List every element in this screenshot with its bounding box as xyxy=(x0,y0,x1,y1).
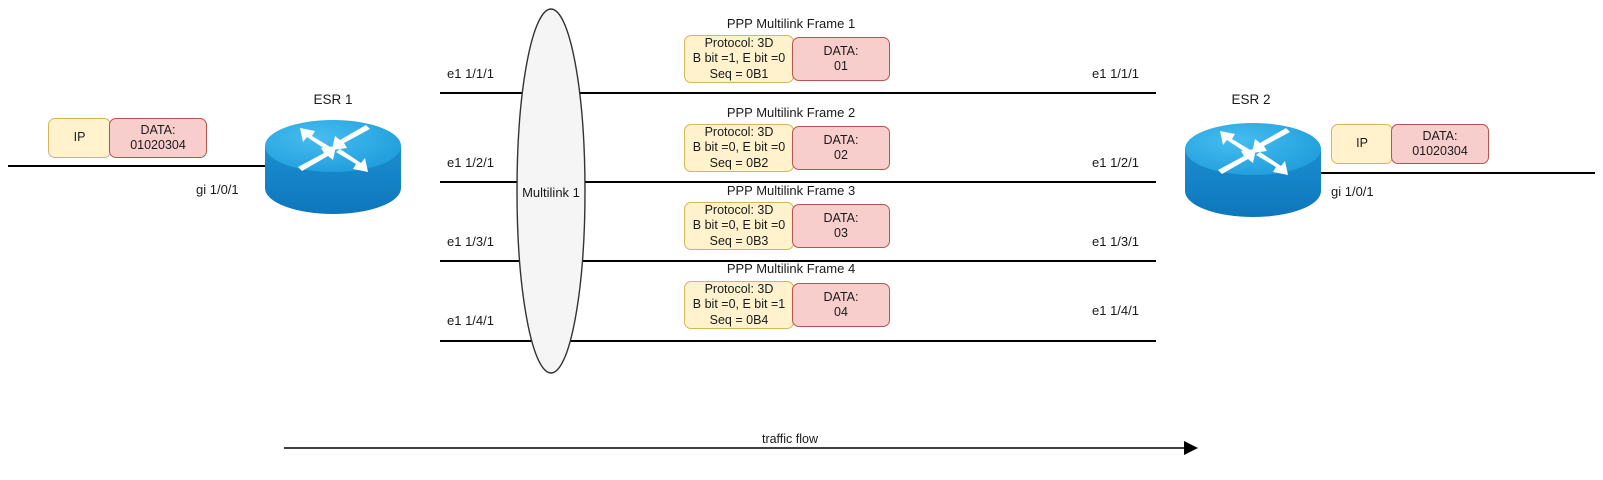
link-2-right-interface-label: e1 1/2/1 xyxy=(1092,155,1139,170)
link-1-frame-title: PPP Multilink Frame 1 xyxy=(726,16,856,31)
link-3-left-interface-label: e1 1/3/1 xyxy=(447,234,494,249)
multilink-bundle-label: Multilink 1 xyxy=(522,185,580,200)
multilink-bundle-ellipse xyxy=(514,4,588,378)
link-2-frame-payload-box: DATA: 02 xyxy=(792,126,890,170)
right-lan-line xyxy=(1318,172,1595,174)
link-2-line xyxy=(440,181,1156,183)
left-ip-payload-label: DATA: 01020304 xyxy=(130,122,186,152)
link-2-left-interface-label: e1 1/2/1 xyxy=(447,155,494,170)
left-ip-payload-box: DATA: 01020304 xyxy=(109,118,207,158)
router-1-lan-interface-label: gi 1/0/1 xyxy=(196,182,239,197)
link-4-right-interface-label: e1 1/4/1 xyxy=(1092,303,1139,318)
link-3-right-interface-label: e1 1/3/1 xyxy=(1092,234,1139,249)
link-3-frame-title: PPP Multilink Frame 3 xyxy=(726,183,856,198)
link-1-frame-header-box: Protocol: 3D B bit =1, E bit =0 Seq = 0B… xyxy=(684,35,794,83)
link-1-frame-payload-box: DATA: 01 xyxy=(792,37,890,81)
link-4-line xyxy=(440,340,1156,342)
link-1-right-interface-label: e1 1/1/1 xyxy=(1092,66,1139,81)
router-1-title: ESR 1 xyxy=(313,92,353,107)
link-2-frame-header-box: Protocol: 3D B bit =0, E bit =0 Seq = 0B… xyxy=(684,124,794,172)
router-1-icon xyxy=(262,112,404,222)
link-4-left-interface-label: e1 1/4/1 xyxy=(447,313,494,328)
traffic-flow-arrow xyxy=(284,438,1200,458)
right-ip-payload-box: DATA: 01020304 xyxy=(1391,124,1489,164)
left-ip-header-label: IP xyxy=(73,130,86,145)
left-ip-header-box: IP xyxy=(48,118,111,158)
traffic-flow-label: traffic flow xyxy=(761,432,819,446)
left-lan-line xyxy=(8,165,272,167)
link-1-line xyxy=(440,92,1156,94)
right-ip-payload-label: DATA: 01020304 xyxy=(1412,128,1468,158)
router-2-title: ESR 2 xyxy=(1231,92,1271,107)
link-4-frame-payload-box: DATA: 04 xyxy=(792,283,890,327)
link-2-frame-title: PPP Multilink Frame 2 xyxy=(726,105,856,120)
router-2-icon xyxy=(1182,115,1324,225)
link-4-frame-title: PPP Multilink Frame 4 xyxy=(726,261,856,276)
right-ip-header-label: IP xyxy=(1356,136,1368,151)
link-3-frame-payload-box: DATA: 03 xyxy=(792,204,890,248)
link-1-left-interface-label: e1 1/1/1 xyxy=(447,66,494,81)
router-2-lan-interface-label: gi 1/0/1 xyxy=(1331,184,1374,199)
right-ip-header-box: IP xyxy=(1331,124,1393,164)
link-4-frame-header-box: Protocol: 3D B bit =0, E bit =1 Seq = 0B… xyxy=(684,281,794,329)
link-3-frame-header-box: Protocol: 3D B bit =0, E bit =0 Seq = 0B… xyxy=(684,202,794,250)
link-3-line xyxy=(440,260,1156,262)
